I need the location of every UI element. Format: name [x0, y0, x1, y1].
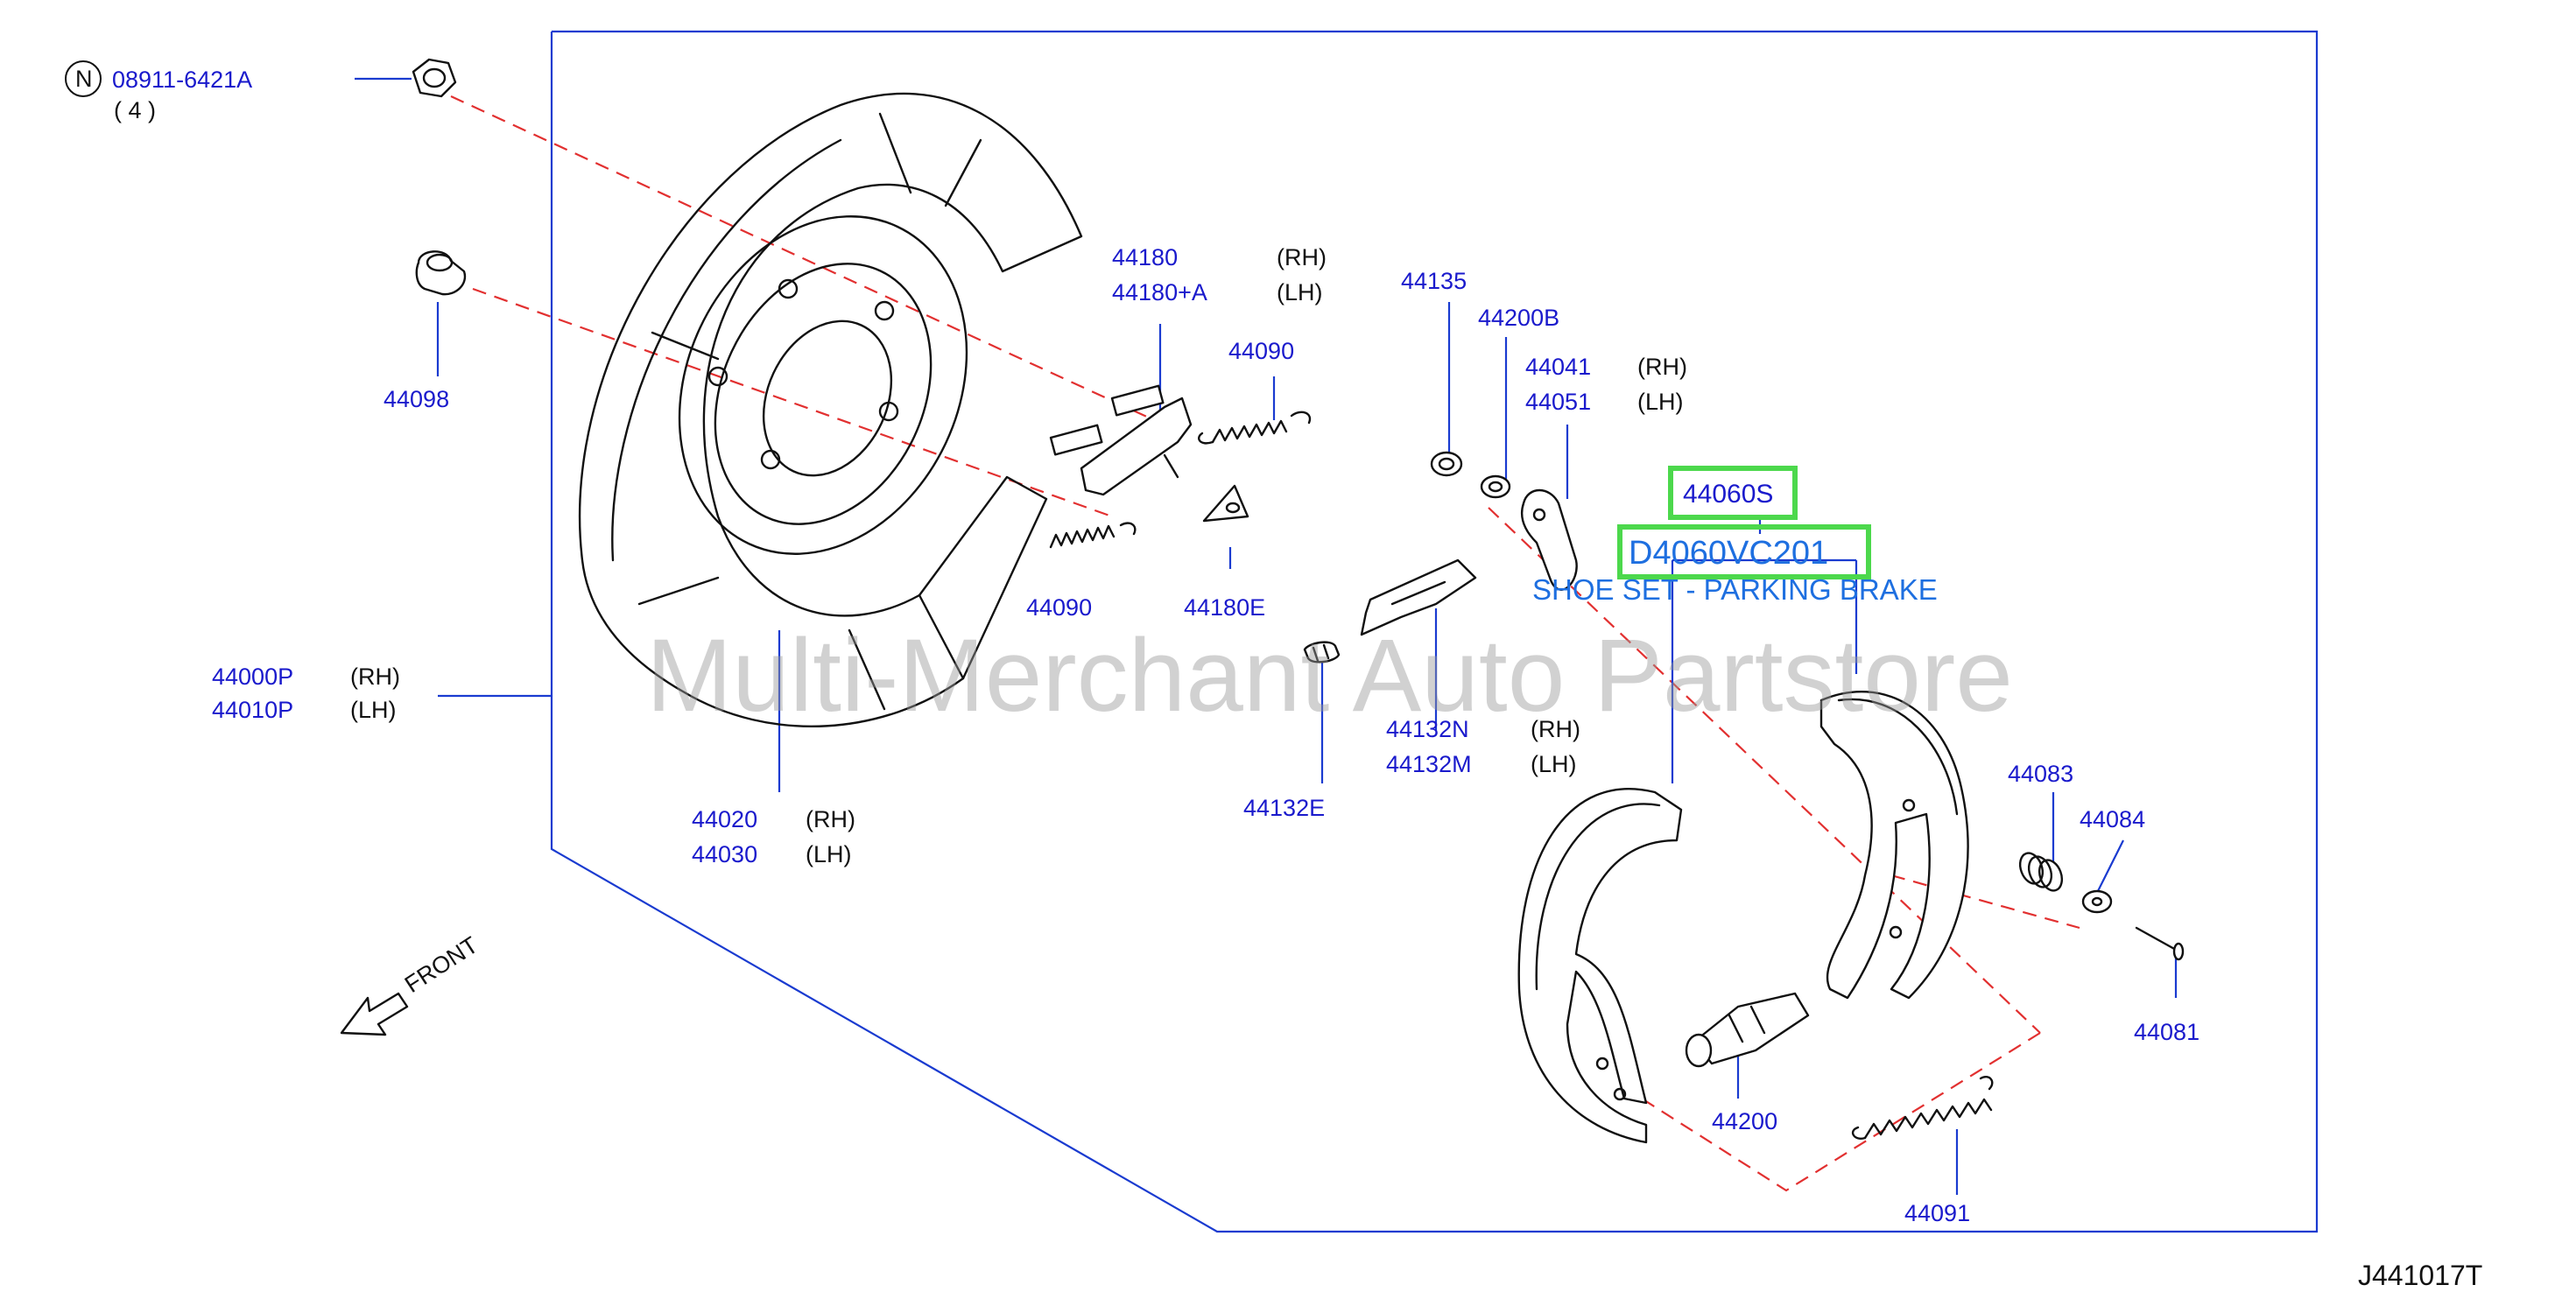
retainer-clip: [1430, 451, 1463, 477]
callout-part-box: [1668, 466, 1798, 520]
label-44030[interactable]: 44030: [692, 841, 757, 867]
strut: [1360, 558, 1477, 636]
brake-shoe-left: [1517, 787, 1683, 1144]
label-44200[interactable]: 44200: [1712, 1108, 1777, 1134]
label-44180E[interactable]: 44180E: [1184, 594, 1265, 621]
label-44180-side: (RH): [1277, 244, 1327, 270]
note-qty: ( 4 ): [114, 97, 156, 123]
label-44000P-side: (RH): [350, 664, 400, 690]
label-44200B[interactable]: 44200B: [1478, 305, 1559, 331]
front-label: FRONT: [400, 931, 482, 998]
label-44041[interactable]: 44041: [1525, 354, 1591, 380]
bushing: [415, 250, 467, 296]
lock-plate: [1202, 484, 1249, 523]
brake-shoe-right: [1819, 691, 1969, 1000]
label-44132N-side: (RH): [1531, 716, 1580, 742]
label-44132N[interactable]: 44132N: [1386, 716, 1469, 742]
hold-down-spring: [2018, 852, 2064, 892]
flange-nut: [412, 58, 457, 98]
adjuster-lever: [1049, 384, 1193, 496]
label-44010P[interactable]: 44010P: [212, 697, 293, 723]
label-44132M[interactable]: 44132M: [1386, 751, 1472, 777]
label-44084[interactable]: 44084: [2080, 806, 2145, 832]
label-44180[interactable]: 44180: [1112, 244, 1178, 270]
callout-oem-box: [1617, 524, 1871, 579]
label-44180A[interactable]: 44180+A: [1112, 279, 1207, 305]
label-44132E[interactable]: 44132E: [1243, 795, 1325, 821]
label-44051[interactable]: 44051: [1525, 389, 1591, 415]
section-frame: [550, 30, 2319, 1233]
label-44030-side: (LH): [806, 841, 852, 867]
spring-top: [1198, 411, 1312, 445]
label-44041-side: (RH): [1637, 354, 1687, 380]
note-circle: [65, 60, 102, 97]
label-44000P[interactable]: 44000P: [212, 664, 293, 690]
label-44051-side: (LH): [1637, 389, 1684, 415]
strut-spring: [1303, 641, 1341, 664]
label-44020[interactable]: 44020: [692, 806, 757, 832]
label-44083[interactable]: 44083: [2008, 761, 2073, 787]
front-arrow-icon: [340, 992, 409, 1036]
callout-oem-number[interactable]: D4060VC201: [1629, 535, 1828, 572]
leader-lines: [355, 77, 2178, 1195]
label-44090-bottom[interactable]: 44090: [1026, 594, 1092, 621]
return-spring: [1851, 1076, 1994, 1140]
hold-down-cup: [2081, 889, 2113, 914]
adjuster-assembly: [1685, 992, 1810, 1068]
assembly-lines: [450, 95, 2080, 1192]
label-44091[interactable]: 44091: [1904, 1200, 1970, 1226]
note-circle-letter: N: [75, 66, 93, 92]
label-44020-side: (RH): [806, 806, 855, 832]
hold-down-pin: [2135, 926, 2185, 961]
parking-lever: [1520, 488, 1578, 591]
label-44090-top[interactable]: 44090: [1228, 338, 1294, 364]
watermark: Multi-Merchant Auto Partstore: [646, 618, 2013, 734]
label-08911-6421A[interactable]: 08911-6421A: [112, 67, 252, 93]
spring-bottom: [1049, 522, 1137, 549]
diagram-code: J441017T: [2358, 1260, 2482, 1291]
backing-plate: [578, 92, 1083, 727]
label-44180A-side: (LH): [1277, 279, 1323, 305]
label-44098[interactable]: 44098: [384, 386, 449, 412]
washer-clip: [1480, 474, 1511, 499]
label-44132M-side: (LH): [1531, 751, 1577, 777]
label-44081[interactable]: 44081: [2134, 1019, 2199, 1045]
label-44010P-side: (LH): [350, 697, 397, 723]
callout-description: SHOE SET - PARKING BRAKE: [1532, 573, 1938, 606]
callout-part-number[interactable]: 44060S: [1683, 480, 1773, 509]
label-44135[interactable]: 44135: [1401, 268, 1467, 294]
